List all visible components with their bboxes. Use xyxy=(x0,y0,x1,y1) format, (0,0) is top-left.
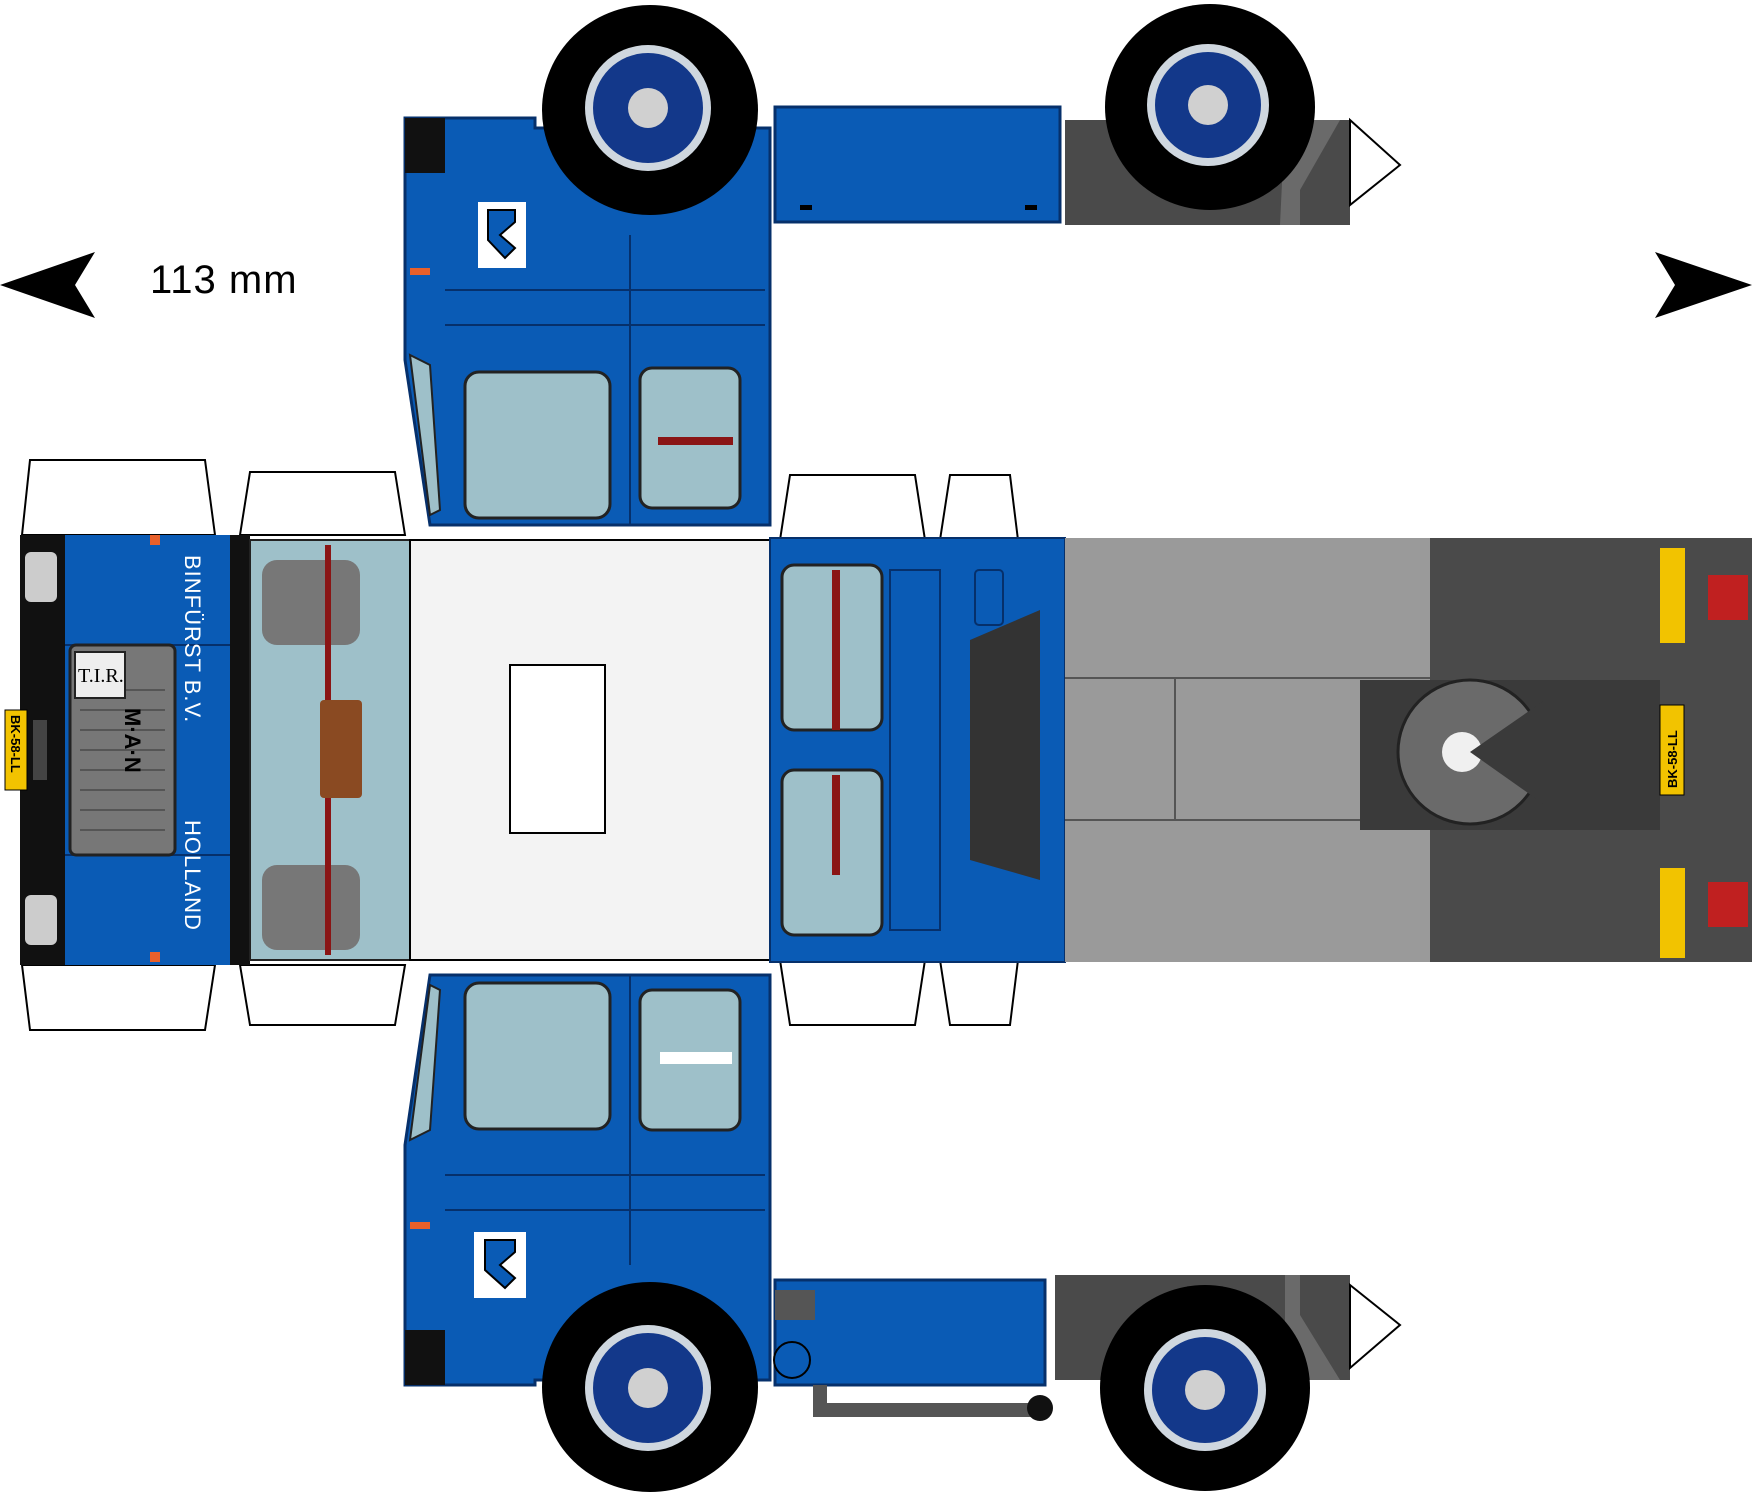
wheel-icon xyxy=(542,1282,758,1492)
arrow-left-icon xyxy=(0,252,95,318)
company-country-text: HOLLAND xyxy=(180,820,205,931)
wheel-icon xyxy=(1105,4,1315,210)
wheel-icon xyxy=(1100,1285,1310,1491)
wheel-icon xyxy=(542,5,758,215)
front-panel xyxy=(20,535,1752,965)
company-logo-icon xyxy=(474,1232,526,1298)
dimension-label: 113 mm xyxy=(150,258,298,302)
top-side-panel xyxy=(403,4,1402,527)
rear-plate-text: BK-58-LL xyxy=(1665,730,1680,788)
glue-tabs xyxy=(20,459,1020,1031)
brand-text: M·A·N xyxy=(120,708,145,773)
arrow-right-icon xyxy=(1655,252,1752,318)
tir-plate-text: T.I.R. xyxy=(78,665,124,687)
bottom-side-panel xyxy=(403,973,1402,1492)
front-plate-text: BK-58-LL xyxy=(8,715,23,773)
company-logo-icon xyxy=(478,202,526,268)
company-name-text: BINFÜRST B.V. xyxy=(180,555,205,723)
